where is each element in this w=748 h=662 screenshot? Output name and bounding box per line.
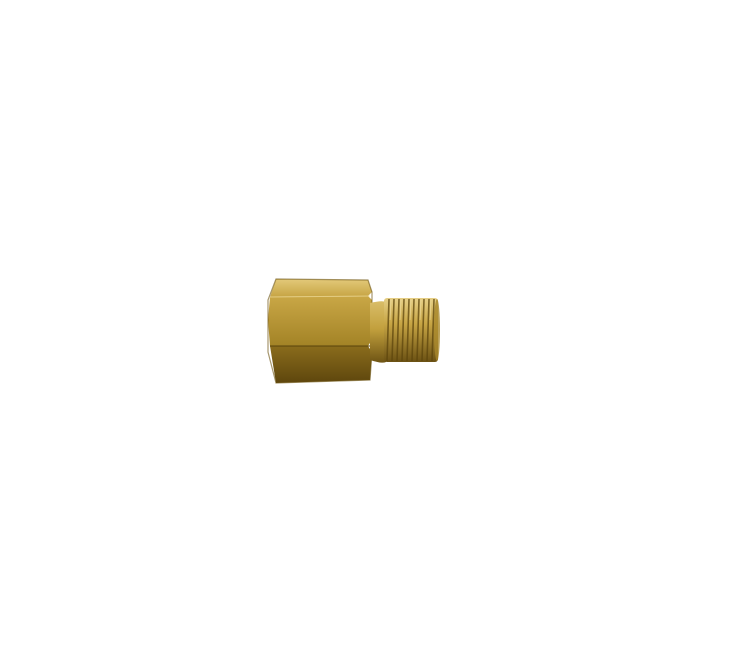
hex-body [267, 278, 373, 384]
fitting-neck [370, 301, 386, 363]
threaded-end [384, 298, 440, 362]
